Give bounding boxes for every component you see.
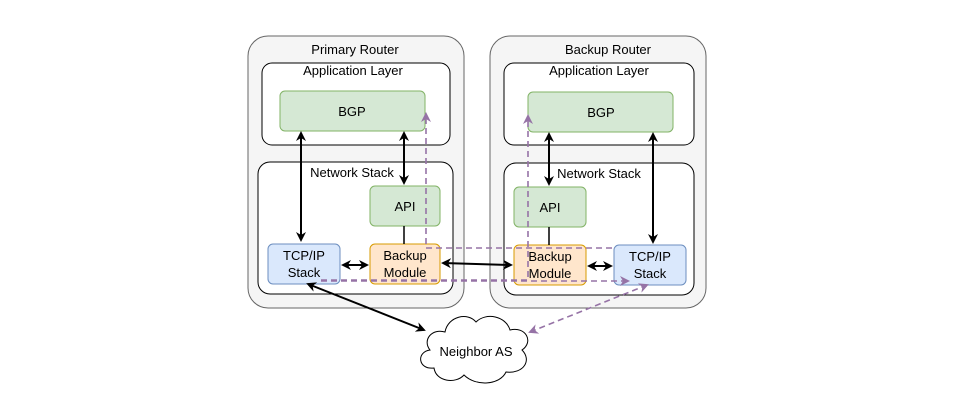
primary-network-stack-label: Network Stack xyxy=(310,165,394,180)
backup-backup-label-line2: Module xyxy=(529,266,572,281)
backup-tcpip-label-line2: Stack xyxy=(634,266,667,281)
backup-tcpip-label-line1: TCP/IP xyxy=(629,249,671,264)
primary-router-title: Primary Router xyxy=(311,42,399,57)
backup-bgp-label: BGP xyxy=(587,105,614,120)
neighbor-as-label: Neighbor AS xyxy=(440,344,513,359)
dashed-arrow-backup-to-primary-bgp xyxy=(421,112,612,249)
backup-tcpip-box xyxy=(613,244,687,286)
backup-api-label: API xyxy=(540,200,561,215)
primary-backup-label-line1: Backup xyxy=(383,248,426,263)
arrow-backup-modules-link xyxy=(441,258,513,270)
neighbor-as: Neighbor AS xyxy=(420,315,529,384)
backup-router: Backup Router Application Layer BGP Netw… xyxy=(489,35,707,309)
cloud-icon xyxy=(420,315,529,384)
primary-tcpip-label-line1: TCP/IP xyxy=(283,248,325,263)
backup-api-box xyxy=(513,186,587,228)
dashed-connections xyxy=(321,112,649,334)
primary-api-box xyxy=(369,185,441,227)
primary-backup-label-line2: Module xyxy=(384,265,427,280)
primary-bgp-box xyxy=(279,90,426,132)
primary-api-label: API xyxy=(395,199,416,214)
primary-bgp-label: BGP xyxy=(338,104,365,119)
arrow-primary-tcpip-neighbor xyxy=(306,282,426,332)
backup-network-stack-label: Network Stack xyxy=(557,166,641,181)
backup-backup-label-line1: Backup xyxy=(528,249,571,264)
solid-connections xyxy=(296,131,658,332)
backup-bgp-box xyxy=(527,91,674,133)
backup-application-layer-label: Application Layer xyxy=(549,63,649,78)
primary-router: Primary Router Application Layer BGP Net… xyxy=(247,35,465,309)
primary-tcpip-label-line2: Stack xyxy=(288,265,321,280)
dashed-arrow-backup-tcpip-neighbor xyxy=(528,283,649,334)
backup-router-title: Backup Router xyxy=(565,42,652,57)
primary-application-layer-label: Application Layer xyxy=(303,63,403,78)
primary-tcpip-box xyxy=(267,243,341,285)
